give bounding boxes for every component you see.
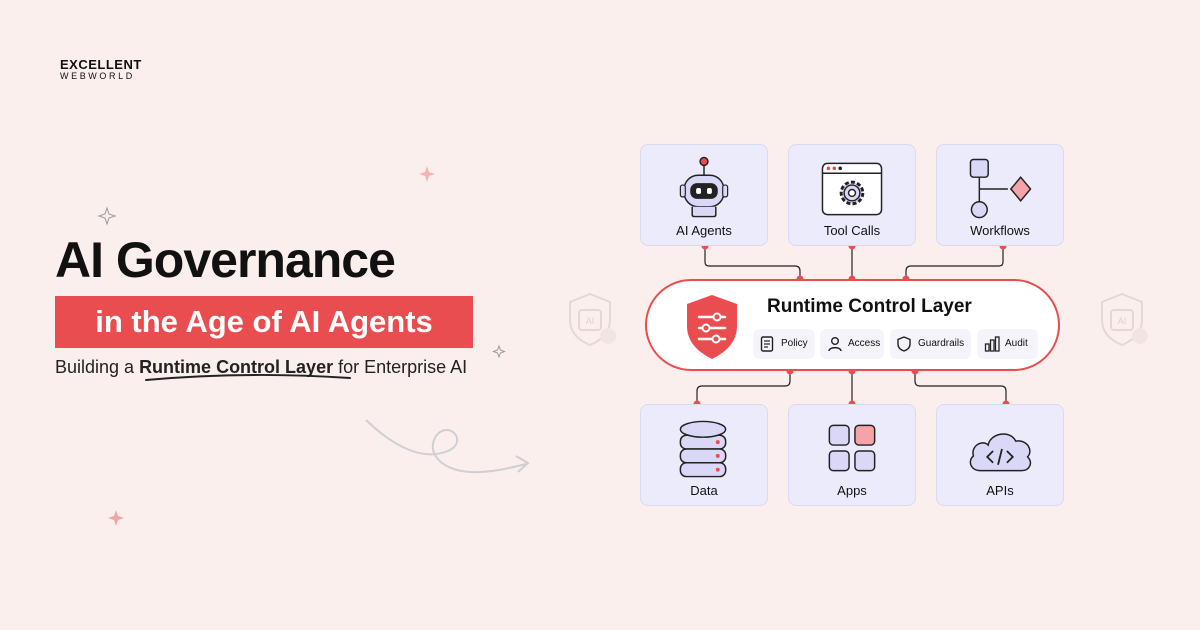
chip-guardrails: Guardrails	[890, 329, 971, 359]
chip-audit: Audit	[977, 329, 1038, 359]
node-ai-agents: AI Agents	[640, 144, 768, 246]
chip-label: Access	[848, 338, 881, 349]
database-icon	[679, 420, 727, 478]
node-label: APIs	[986, 483, 1014, 498]
chip-policy: Policy	[753, 329, 815, 359]
bar-chart-icon	[984, 336, 1000, 352]
sparkle-icon	[108, 510, 124, 526]
gear-window-icon	[821, 162, 883, 216]
chip-label: Audit	[1005, 338, 1028, 349]
node-label: Data	[690, 483, 718, 498]
control-layer-title: Runtime Control Layer	[767, 296, 972, 317]
node-data: Data	[640, 404, 768, 506]
chip-shield-icon: AI	[569, 292, 616, 347]
chip-label: Policy	[781, 338, 808, 349]
brand-line2: WEBWORLD	[60, 71, 135, 81]
node-tool-calls: Tool Calls	[788, 144, 916, 246]
node-apis: APIs	[936, 404, 1064, 506]
subtitle-pre: Building a	[55, 357, 140, 377]
node-label: AI Agents	[676, 223, 732, 238]
shield-icon	[897, 336, 911, 352]
node-workflows: Workflows	[936, 144, 1064, 246]
underline-swoosh	[145, 373, 351, 381]
svg-text:AI: AI	[586, 316, 595, 326]
sparkle-outline-icon	[492, 344, 506, 359]
node-label: Tool Calls	[823, 223, 881, 238]
brand-line1: EXCELLENT	[60, 57, 142, 72]
chip-label: Guardrails	[918, 338, 965, 349]
subtitle: Building a Runtime Control Layer for Ent…	[55, 357, 467, 378]
sparkle-icon	[419, 166, 435, 182]
subtitle-highlight: Runtime Control Layer	[139, 357, 334, 377]
shield-sliders-icon	[687, 295, 737, 359]
apps-grid-icon	[828, 424, 876, 472]
subtitle-post: for Enterprise AI	[333, 357, 468, 377]
document-icon	[760, 336, 774, 352]
cloud-code-icon	[969, 433, 1032, 472]
page-title: AI Governance	[55, 232, 396, 288]
arrow-head-icon	[515, 455, 530, 473]
workflow-icon	[969, 158, 1032, 219]
title-banner: in the Age of AI Agents	[55, 296, 473, 348]
chip-access: Access	[820, 329, 884, 359]
chip-shield-icon: AI	[1101, 292, 1148, 347]
svg-text:AI: AI	[1118, 316, 1127, 326]
curved-arrow	[365, 419, 527, 474]
user-icon	[828, 337, 842, 352]
robot-icon	[679, 156, 729, 218]
brand-logo: EXCELLENT WEBWORLD	[60, 58, 142, 81]
node-label: Apps	[837, 483, 867, 498]
node-apps: Apps	[788, 404, 916, 506]
sparkle-outline-icon	[97, 206, 117, 226]
node-label: Workflows	[970, 223, 1030, 238]
